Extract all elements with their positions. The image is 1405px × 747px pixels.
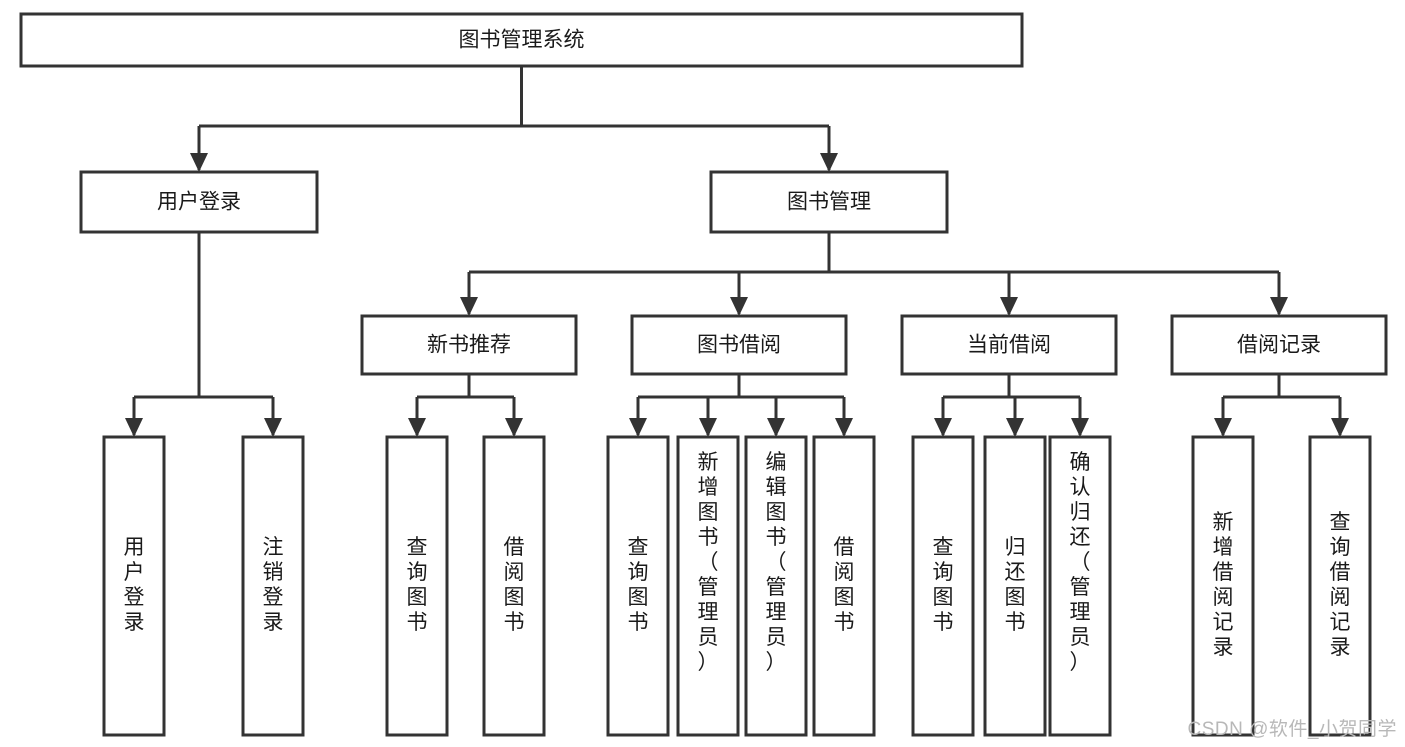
node-new-book-recommend[interactable]: 新书推荐 (360, 314, 578, 376)
connector-group-current-borrow (934, 374, 1089, 437)
node-leaf-user-login[interactable]: 用户登录 (102, 435, 166, 737)
arrow-head-icon (1331, 418, 1349, 437)
node-label-user-login: 用户登录 (157, 191, 241, 214)
node-box-leaf-user-login (102, 435, 166, 737)
node-root[interactable]: 图书管理系统 (19, 12, 1024, 68)
arrow-head-icon (1071, 418, 1089, 437)
node-box-leaf-confirm-return (1048, 435, 1112, 737)
node-leaf-query-record[interactable]: 查询借阅记录 (1308, 435, 1372, 737)
node-label-leaf-query-book-3: 查询图书 (933, 536, 954, 634)
node-leaf-query-book-1[interactable]: 查询图书 (385, 435, 449, 737)
node-box-book-borrow (630, 314, 848, 376)
node-label-leaf-borrow-book-2: 借阅图书 (834, 536, 855, 634)
node-label-leaf-user-login: 用户登录 (124, 536, 145, 634)
node-box-root (19, 12, 1024, 68)
connector-group-book-borrow (629, 374, 853, 437)
node-label-leaf-query-record: 查询借阅记录 (1330, 511, 1351, 659)
node-leaf-query-book-2[interactable]: 查询图书 (606, 435, 670, 737)
node-box-new-book-recommend (360, 314, 578, 376)
node-label-book-manage: 图书管理 (787, 191, 871, 214)
node-box-leaf-borrow-book-1 (482, 435, 546, 737)
arrow-head-icon (835, 418, 853, 437)
connector-group-book-manage (460, 232, 1288, 316)
arrow-head-icon (264, 418, 282, 437)
connector-group-root (190, 66, 838, 172)
node-label-leaf-confirm-return: 确认归还（管理员） (1070, 451, 1091, 674)
node-label-leaf-query-book-2: 查询图书 (628, 536, 649, 634)
node-box-book-manage (709, 170, 949, 234)
node-label-leaf-edit-book: 编辑图书（管理员） (766, 451, 787, 674)
node-box-borrow-record (1170, 314, 1388, 376)
node-label-leaf-return-book: 归还图书 (1005, 536, 1026, 634)
node-label-book-borrow: 图书借阅 (697, 334, 781, 357)
node-leaf-borrow-book-2[interactable]: 借阅图书 (812, 435, 876, 737)
node-leaf-edit-book[interactable]: 编辑图书（管理员） (744, 435, 808, 737)
arrow-head-icon (505, 418, 523, 437)
arrow-head-icon (934, 418, 952, 437)
node-label-leaf-query-book-1: 查询图书 (407, 536, 428, 634)
node-label-leaf-add-record: 新增借阅记录 (1213, 511, 1234, 659)
node-label-root: 图书管理系统 (459, 29, 585, 52)
arrow-head-icon (1006, 418, 1024, 437)
node-leaf-add-record[interactable]: 新增借阅记录 (1191, 435, 1255, 737)
node-box-leaf-query-book-2 (606, 435, 670, 737)
node-box-leaf-query-record (1308, 435, 1372, 737)
node-label-borrow-record: 借阅记录 (1237, 334, 1321, 357)
arrow-head-icon (190, 153, 208, 172)
arrow-head-icon (820, 153, 838, 172)
arrow-head-icon (408, 418, 426, 437)
node-label-leaf-borrow-book-1: 借阅图书 (504, 536, 525, 634)
connector-group-borrow-record (1214, 374, 1349, 437)
arrow-head-icon (125, 418, 143, 437)
connector-group-new-book-recommend (408, 374, 523, 437)
node-leaf-return-book[interactable]: 归还图书 (983, 435, 1047, 737)
node-box-leaf-borrow-book-2 (812, 435, 876, 737)
connector-layer (125, 66, 1349, 437)
node-box-leaf-query-book-3 (911, 435, 975, 737)
arrow-head-icon (460, 297, 478, 316)
node-label-leaf-add-book: 新增图书（管理员） (698, 451, 719, 674)
node-label-current-borrow: 当前借阅 (967, 334, 1051, 357)
node-box-leaf-add-book (676, 435, 740, 737)
arrow-head-icon (1000, 297, 1018, 316)
node-user-login[interactable]: 用户登录 (79, 170, 319, 234)
arrow-head-icon (629, 418, 647, 437)
node-leaf-query-book-3[interactable]: 查询图书 (911, 435, 975, 737)
node-box-leaf-return-book (983, 435, 1047, 737)
node-label-leaf-logout: 注销登录 (263, 536, 284, 634)
node-layer: 图书管理系统用户登录图书管理新书推荐图书借阅当前借阅借阅记录用户登录注销登录查询… (19, 12, 1388, 737)
arrow-head-icon (730, 297, 748, 316)
node-box-user-login (79, 170, 319, 234)
connector-group-user-login (125, 232, 282, 437)
node-box-leaf-edit-book (744, 435, 808, 737)
arrow-head-icon (1270, 297, 1288, 316)
node-leaf-add-book[interactable]: 新增图书（管理员） (676, 435, 740, 737)
node-leaf-confirm-return[interactable]: 确认归还（管理员） (1048, 435, 1112, 737)
node-borrow-record[interactable]: 借阅记录 (1170, 314, 1388, 376)
node-book-borrow[interactable]: 图书借阅 (630, 314, 848, 376)
node-current-borrow[interactable]: 当前借阅 (900, 314, 1118, 376)
arrow-head-icon (1214, 418, 1232, 437)
node-box-leaf-query-book-1 (385, 435, 449, 737)
node-leaf-logout[interactable]: 注销登录 (241, 435, 305, 737)
node-box-leaf-add-record (1191, 435, 1255, 737)
node-box-current-borrow (900, 314, 1118, 376)
node-box-leaf-logout (241, 435, 305, 737)
arrow-head-icon (767, 418, 785, 437)
node-label-new-book-recommend: 新书推荐 (427, 334, 511, 357)
arrow-head-icon (699, 418, 717, 437)
node-book-manage[interactable]: 图书管理 (709, 170, 949, 234)
node-leaf-borrow-book-1[interactable]: 借阅图书 (482, 435, 546, 737)
